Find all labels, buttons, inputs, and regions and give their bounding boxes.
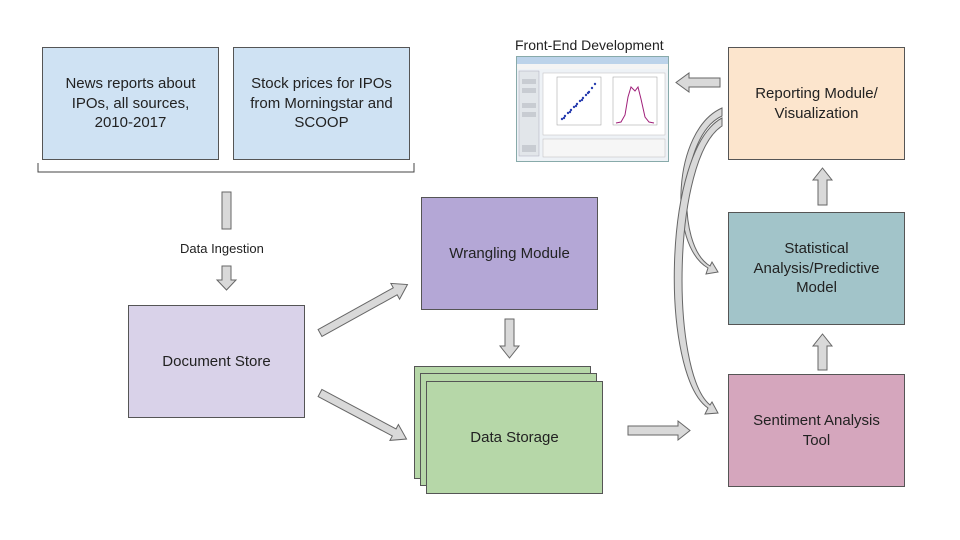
source-brace — [37, 163, 415, 173]
front-end-label: Front-End Development — [515, 37, 664, 53]
arrow-sources-to-ingestion — [221, 191, 232, 230]
document-store-box: Document Store — [128, 305, 305, 418]
reporting-module-box: Reporting Module/ Visualization — [728, 47, 905, 160]
sentiment-analysis-label: Sentiment Analysis Tool — [753, 412, 880, 449]
stock-prices-box: Stock prices for IPOs from Morningstar a… — [233, 47, 410, 160]
arrow-sentiment-to-statistical — [811, 333, 834, 371]
arrow-statistical-to-reporting — [811, 167, 834, 206]
news-reports-box: News reports about IPOs, all sources, 20… — [42, 47, 219, 160]
front-end-screenshot-graphic — [517, 57, 668, 158]
arrow-wrangling-to-data-storage — [498, 318, 521, 359]
arrow-data-storage-to-sentiment — [627, 419, 691, 442]
sentiment-analysis-box: Sentiment Analysis Tool — [728, 374, 905, 487]
data-storage-box: Data Storage — [426, 381, 603, 494]
stock-prices-label: Stock prices for IPOs from Morningstar a… — [250, 75, 393, 132]
wrangling-module-box: Wrangling Module — [421, 197, 598, 310]
statistical-model-box: Statistical Analysis/Predictive Model — [728, 212, 905, 325]
news-reports-label: News reports about IPOs, all sources, 20… — [65, 75, 196, 132]
arrow-document-store-to-data-storage — [317, 388, 408, 441]
arrow-ingestion-to-document-store — [215, 265, 238, 291]
wrangling-module-label: Wrangling Module — [449, 244, 570, 262]
data-storage-label: Data Storage — [470, 428, 559, 446]
front-end-screenshot — [516, 56, 669, 162]
reporting-module-label: Reporting Module/ Visualization — [755, 85, 878, 122]
document-store-label: Document Store — [162, 352, 271, 370]
statistical-model-label: Statistical Analysis/Predictive Model — [753, 240, 880, 297]
data-ingestion-label: Data Ingestion — [180, 241, 264, 256]
arrow-reporting-to-front-end — [675, 72, 721, 93]
curve-reporting-to-sentiment — [673, 117, 723, 415]
arrow-document-store-to-wrangling — [317, 282, 409, 338]
